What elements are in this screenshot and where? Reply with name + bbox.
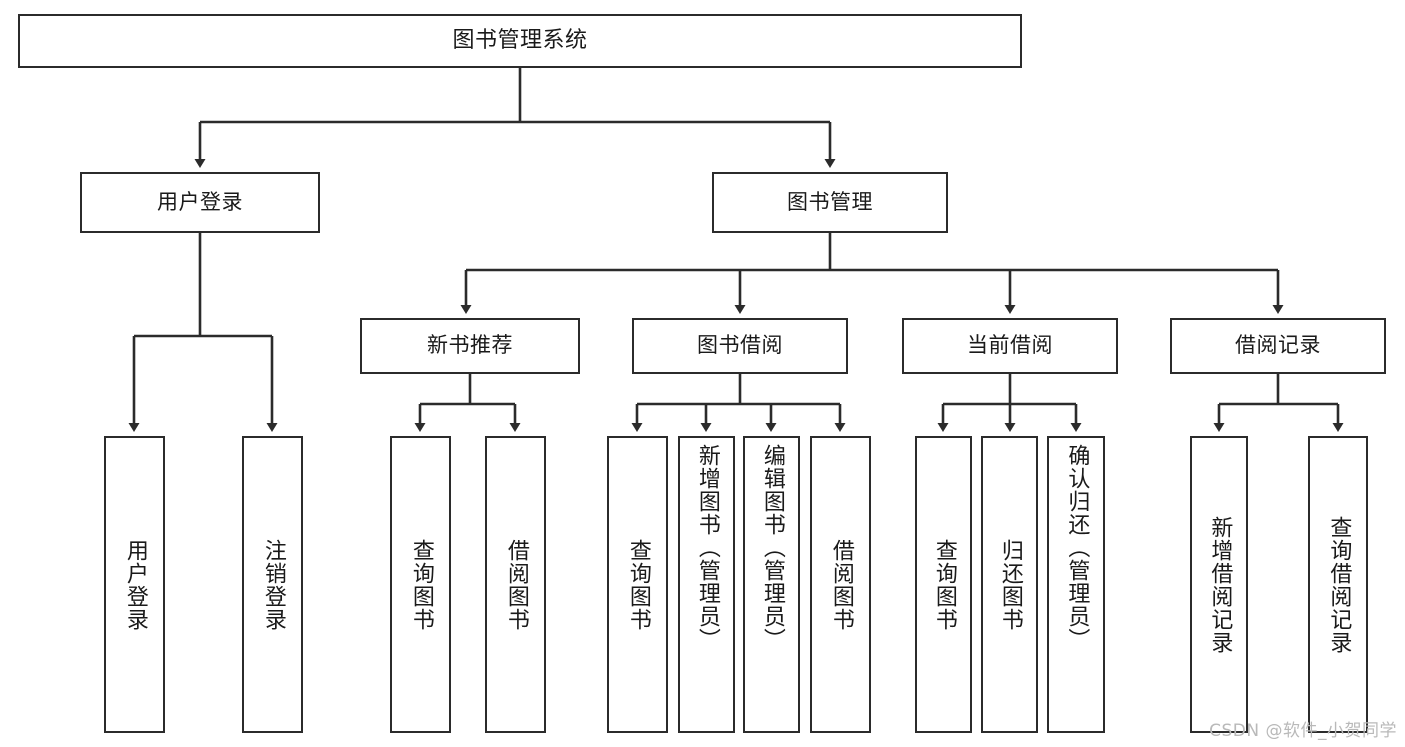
node-user-login-label: 用户登录 [157, 189, 243, 214]
node-root-label: 图书管理系统 [452, 27, 588, 53]
node-root[interactable]: 图书管理系统 [18, 14, 1022, 68]
leaf-query-record-label: 查询借阅记录 [1326, 515, 1352, 654]
leaf-add-book-label: 新增图书（管理员） [694, 444, 720, 651]
leaf-query-book-3-label: 查询图书 [931, 538, 957, 631]
node-book-borrow[interactable]: 图书借阅 [632, 318, 848, 374]
leaf-query-book-2[interactable]: 查询图书 [607, 436, 668, 733]
node-borrow-record[interactable]: 借阅记录 [1170, 318, 1386, 374]
leaf-query-record[interactable]: 查询借阅记录 [1308, 436, 1368, 733]
node-book-manage-label: 图书管理 [787, 189, 873, 214]
node-user-login[interactable]: 用户登录 [80, 172, 320, 233]
node-new-book-rec-label: 新书推荐 [427, 333, 513, 358]
watermark: CSDN @软件_小贺同学 [1209, 721, 1397, 741]
leaf-user-login[interactable]: 用户登录 [104, 436, 165, 733]
leaf-user-logout[interactable]: 注销登录 [242, 436, 303, 733]
node-current-borrow-label: 当前借阅 [967, 333, 1053, 358]
node-new-book-rec[interactable]: 新书推荐 [360, 318, 580, 374]
leaf-user-login-label: 用户登录 [122, 538, 148, 631]
leaf-user-logout-label: 注销登录 [260, 538, 286, 631]
node-current-borrow[interactable]: 当前借阅 [902, 318, 1118, 374]
node-book-manage[interactable]: 图书管理 [712, 172, 948, 233]
leaf-return-book-label: 归还图书 [997, 538, 1023, 631]
leaf-borrow-book-2[interactable]: 借阅图书 [810, 436, 871, 733]
leaf-confirm-return[interactable]: 确认归还（管理员） [1047, 436, 1105, 733]
leaf-query-book-3[interactable]: 查询图书 [915, 436, 972, 733]
leaf-add-book[interactable]: 新增图书（管理员） [678, 436, 735, 733]
node-book-borrow-label: 图书借阅 [697, 333, 783, 358]
leaf-add-record[interactable]: 新增借阅记录 [1190, 436, 1248, 733]
node-borrow-record-label: 借阅记录 [1235, 333, 1321, 358]
leaf-edit-book[interactable]: 编辑图书（管理员） [743, 436, 800, 733]
leaf-confirm-return-label: 确认归还（管理员） [1064, 444, 1090, 651]
leaf-edit-book-label: 编辑图书（管理员） [759, 444, 785, 651]
leaf-query-book-2-label: 查询图书 [625, 538, 651, 631]
leaf-query-book-1-label: 查询图书 [408, 538, 434, 631]
leaf-borrow-book-2-label: 借阅图书 [828, 538, 854, 631]
leaf-borrow-book-1-label: 借阅图书 [503, 538, 529, 631]
leaf-return-book[interactable]: 归还图书 [981, 436, 1038, 733]
leaf-query-book-1[interactable]: 查询图书 [390, 436, 451, 733]
leaf-borrow-book-1[interactable]: 借阅图书 [485, 436, 546, 733]
leaf-add-record-label: 新增借阅记录 [1207, 515, 1233, 654]
